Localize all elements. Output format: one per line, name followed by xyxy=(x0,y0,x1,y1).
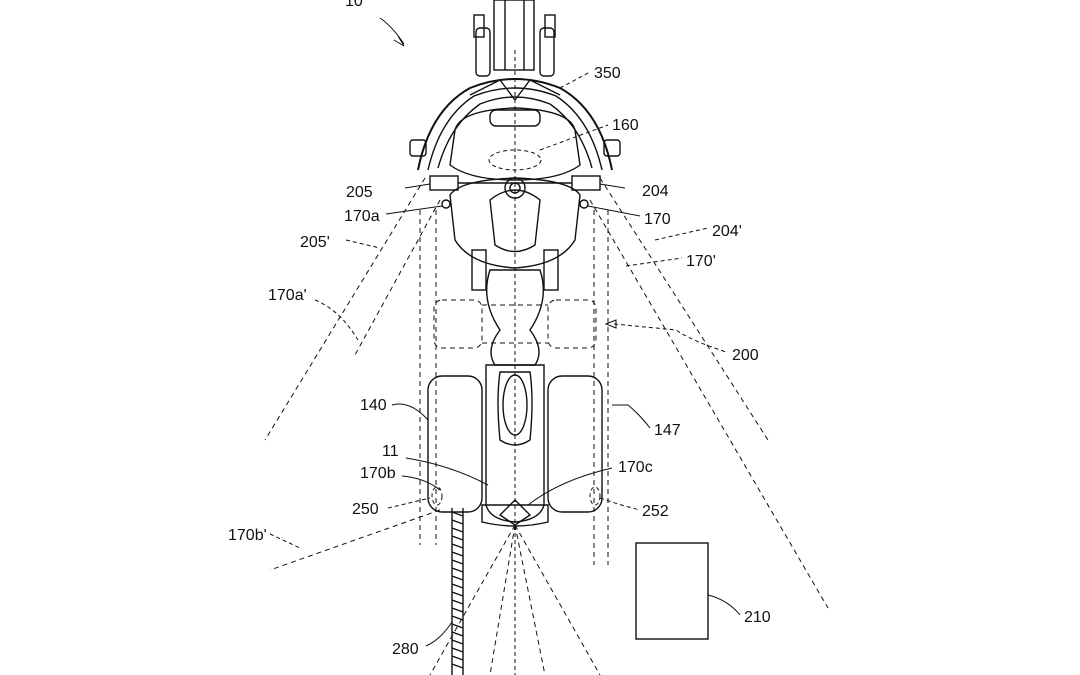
fov-line-205p xyxy=(264,177,426,441)
leader-lines xyxy=(269,17,741,647)
rear-fov-right-inner xyxy=(514,524,546,675)
rear-fender xyxy=(497,371,533,446)
fov-line-204p xyxy=(599,177,769,441)
fov-line-170p xyxy=(589,199,829,609)
rear-fov-left-outer xyxy=(429,524,516,675)
label-170: 170 xyxy=(644,211,671,228)
label-205p: 205' xyxy=(300,234,330,251)
fork-right xyxy=(539,27,555,77)
ref-labels: 10 350 160 205 204 170a 170 205' 204' 17… xyxy=(228,0,771,658)
indicator-252 xyxy=(589,486,601,506)
label-160: 160 xyxy=(612,117,639,134)
label-250: 250 xyxy=(352,501,379,518)
field-of-view-lines xyxy=(264,50,829,675)
label-170b: 170b xyxy=(360,465,396,482)
label-170c: 170c xyxy=(618,459,653,476)
label-170p: 170' xyxy=(686,253,716,270)
sensor-170a xyxy=(441,199,451,209)
label-11: 11 xyxy=(382,443,399,460)
label-200: 200 xyxy=(732,347,759,364)
fork-left xyxy=(475,27,491,77)
controller-box-210 xyxy=(635,542,709,640)
saddlebag-left-140 xyxy=(427,375,483,513)
label-10: 10 xyxy=(345,0,363,10)
rear-sensor-170c xyxy=(498,499,532,526)
label-147: 147 xyxy=(654,422,681,439)
label-205: 205 xyxy=(346,184,373,201)
display-160 xyxy=(488,149,542,171)
sensor-170 xyxy=(579,199,589,209)
label-170bp: 170b' xyxy=(228,527,267,544)
dash-area xyxy=(449,107,581,181)
label-170a: 170a xyxy=(344,208,380,225)
fairing-inner xyxy=(427,87,603,171)
label-210: 210 xyxy=(744,609,771,626)
tail-section xyxy=(481,504,549,527)
fov-line-170bp xyxy=(269,509,441,571)
indicator-250 xyxy=(431,486,443,506)
fuel-cap xyxy=(504,177,526,199)
zone-box-left xyxy=(433,299,483,349)
rear-fov-left-inner xyxy=(489,524,516,675)
label-280: 280 xyxy=(392,641,419,658)
handlebar-left xyxy=(429,175,459,191)
label-140: 140 xyxy=(360,397,387,414)
motorcycle xyxy=(409,0,621,527)
label-350: 350 xyxy=(594,65,621,82)
handlebar-right xyxy=(571,175,601,191)
label-170ap: 170a' xyxy=(268,287,307,304)
zone-box-right xyxy=(547,299,597,349)
fov-line-170ap xyxy=(354,199,441,356)
front-wheel xyxy=(493,0,535,71)
saddlebag-right-147 xyxy=(547,375,603,513)
label-204: 204 xyxy=(642,183,669,200)
rear-body xyxy=(485,364,545,523)
label-252: 252 xyxy=(642,503,669,520)
item-280-ladder xyxy=(451,508,464,675)
label-204p: 204' xyxy=(712,223,742,240)
rear-fov-right-outer xyxy=(514,524,601,675)
headlight xyxy=(489,109,541,127)
fairing-outer xyxy=(417,78,613,171)
